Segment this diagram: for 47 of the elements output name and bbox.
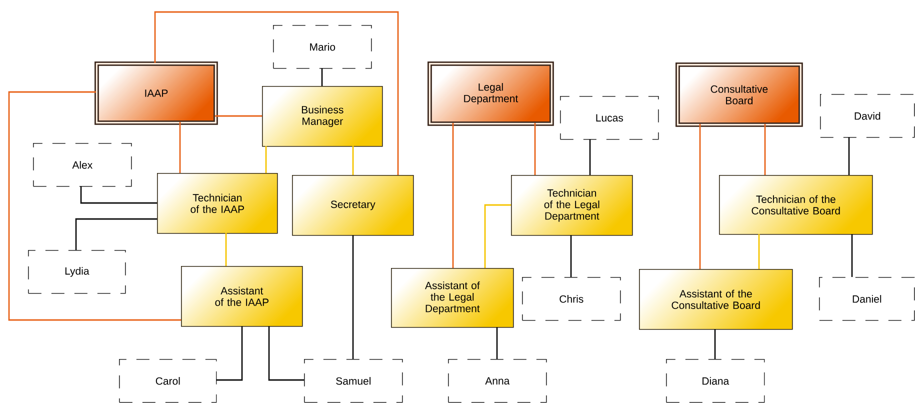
person-box: Samuel	[304, 359, 403, 403]
role-box: Assistant of the Legal Department	[391, 268, 514, 328]
role-box: Secretary	[292, 175, 414, 236]
person-box: Chris	[522, 277, 621, 321]
connector-line	[589, 139, 591, 175]
connector-line	[216, 326, 243, 381]
connector-line	[80, 186, 157, 204]
person-box: Lucas	[560, 96, 659, 140]
connector-line	[8, 91, 181, 321]
connector-line	[714, 329, 716, 359]
connector-line	[764, 124, 766, 175]
connector-line	[268, 326, 304, 381]
role-box: Assistant of the Consultative Board	[639, 269, 793, 330]
connector-line	[851, 234, 853, 277]
person-box: Mario	[273, 25, 372, 69]
person-box: Daniel	[819, 277, 915, 321]
department-box: IAAP	[94, 62, 218, 125]
connector-line	[758, 234, 760, 269]
person-box: Anna	[448, 359, 547, 403]
person-box: Alex	[33, 143, 132, 187]
role-box: Assistant of the IAAP	[181, 266, 303, 327]
connector-line	[179, 122, 181, 173]
person-box: Diana	[666, 359, 765, 403]
role-box: Technician of the IAAP	[157, 173, 278, 234]
role-box: Technician of the Legal Department	[511, 175, 633, 236]
connector-line	[848, 137, 850, 175]
department-box: Consultative Board	[676, 62, 803, 127]
connector-line	[352, 146, 354, 175]
connector-line	[699, 124, 701, 269]
connector-line	[452, 123, 454, 268]
connector-line	[570, 235, 572, 277]
connector-line	[484, 204, 511, 268]
person-box: Carol	[119, 359, 217, 403]
connector-line	[225, 233, 227, 266]
role-box: Business Manager	[262, 86, 383, 147]
role-box: Technician of the Consultative Board	[719, 175, 873, 235]
connector-line	[265, 146, 267, 173]
connector-line	[75, 218, 157, 250]
connector-line	[352, 235, 354, 359]
person-box: Lydia	[28, 250, 126, 294]
department-box: Legal Department	[428, 62, 554, 126]
connector-line	[496, 327, 498, 359]
connector-line	[154, 11, 399, 175]
connector-line	[215, 115, 262, 117]
connector-line	[321, 68, 323, 86]
connector-line	[534, 123, 536, 175]
person-box: David	[820, 94, 915, 138]
